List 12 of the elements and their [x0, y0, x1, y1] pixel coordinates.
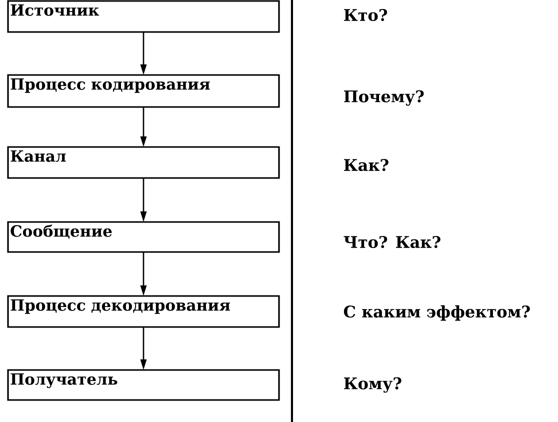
- process-box: Сообщение: [7, 221, 280, 253]
- question-text: Кому?: [344, 377, 402, 393]
- process-box: Процесс декодирования: [7, 295, 280, 328]
- process-box: Получатель: [7, 369, 280, 401]
- process-box: Канал: [7, 146, 280, 179]
- question-text: Кто?: [344, 8, 388, 22]
- question-text: Почему?: [344, 90, 424, 106]
- process-box: Процесс кодирования: [7, 74, 280, 108]
- question-text: Как?: [344, 158, 388, 172]
- process-box: Источник: [7, 0, 280, 33]
- question-text: С каким эффектом?: [344, 305, 530, 321]
- question-text: Что? Как?: [344, 236, 440, 248]
